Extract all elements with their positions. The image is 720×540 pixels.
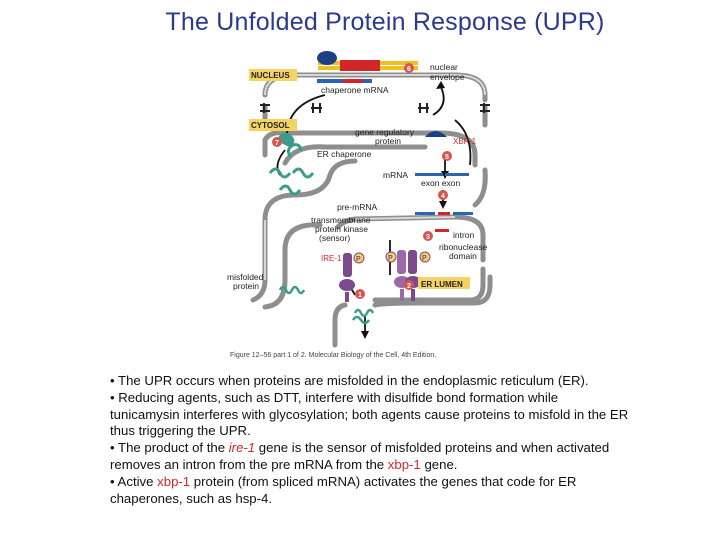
- figure-caption: Figure 12–56 part 1 of 2. Molecular Biol…: [230, 352, 436, 359]
- er-chaperone-label: ER chaperone: [317, 149, 372, 159]
- bullet-item: • The product of the ire-1 gene is the s…: [110, 440, 630, 474]
- excised-intron: [435, 229, 449, 232]
- er-lumen-label: ER LUMEN: [421, 280, 463, 289]
- nuclear-pore-left: [260, 103, 270, 113]
- nuclear-envelope-label-2: envelope: [430, 72, 465, 82]
- bullet-text: • Active: [110, 473, 158, 489]
- nucleus-label: NUCLEUS: [251, 71, 290, 80]
- misfolded-label-1: misfolded: [227, 272, 264, 282]
- cytosol-label: CYTOSOL: [251, 121, 290, 130]
- misfolded-label-2: protein: [233, 281, 259, 291]
- bullet-text: • The product of the: [110, 440, 229, 456]
- bullet-list: • The UPR occurs when proteins are misfo…: [110, 373, 630, 507]
- mrna-label: mRNA: [383, 170, 408, 180]
- bullet-text: gene is the sensor of misfolded proteins…: [110, 440, 610, 472]
- phospho-label-3: P: [422, 255, 427, 262]
- bullet-text: protein (from spliced mRNA) activates th…: [110, 473, 577, 506]
- bullet-text: xbp-1: [387, 456, 421, 472]
- page-title: The Unfolded Protein Response (UPR): [165, 8, 605, 36]
- ribonuclease-label-2: domain: [449, 251, 477, 261]
- step-markers: 6 7 5 4 3 2 1: [272, 63, 452, 299]
- er-membrane: [250, 130, 493, 348]
- bullet-item: • The UPR occurs when proteins are misfo…: [110, 373, 630, 390]
- bullet-text: • Reducing agents, such as DTT, interfer…: [110, 389, 629, 439]
- er-chaperone-icon: [268, 132, 315, 196]
- nuclear-envelope-label-1: nuclear: [430, 62, 458, 72]
- ire1-sensor-left: [339, 252, 365, 302]
- nuclear-pore-mid-right: [418, 103, 429, 113]
- step-2: 2: [407, 283, 411, 290]
- bullet-item: • Reducing agents, such as DTT, interfer…: [110, 390, 630, 440]
- tpk-label-1: transmembrane: [311, 215, 371, 225]
- ire1-label: IRE-1: [321, 254, 342, 263]
- nuclear-pore-right: [480, 103, 490, 113]
- bullet-text: xbp-1: [157, 473, 191, 489]
- pre-mrna-label: pre-mRNA: [337, 202, 377, 212]
- bullet-item: • Active xbp-1 protein (from spliced mRN…: [110, 474, 630, 508]
- gene-dna: [317, 51, 418, 71]
- gene-regulatory-label-1: gene regulatory: [355, 127, 415, 137]
- bullet-text: ire-1: [228, 440, 256, 456]
- step-6: 6: [407, 66, 411, 73]
- xbp1-label: XBP-1: [453, 137, 477, 146]
- nuclear-pore-mid-left: [311, 103, 322, 113]
- chaperone-mrna-label: chaperone mRNA: [321, 85, 389, 95]
- step-7: 7: [275, 140, 279, 147]
- step-5: 5: [445, 154, 449, 161]
- tpk-label-2: protein kinase: [315, 224, 368, 234]
- step-1: 1: [358, 292, 362, 299]
- nuclear-envelope: [262, 72, 488, 128]
- step-3: 3: [426, 234, 430, 241]
- gene-regulatory-label-2: protein: [375, 136, 401, 146]
- tpk-label-3: (sensor): [319, 233, 350, 243]
- ribonuclease-label-1: ribonuclease: [439, 242, 487, 252]
- bullet-text: • The UPR occurs when proteins are misfo…: [110, 373, 589, 388]
- intron-label: intron: [453, 230, 475, 240]
- nuclear-envelope-inner: [264, 74, 486, 96]
- exon-exon-label: exon exon: [421, 178, 460, 188]
- phospho-label-2: P: [388, 255, 393, 262]
- pre-mrna-strand: [415, 212, 473, 215]
- chaperone-mrna-strand: [317, 79, 372, 83]
- spliced-mrna: [415, 173, 469, 176]
- gene-regulatory-protein: [425, 131, 447, 137]
- upr-diagram: NUCLEUS CYTOSOL ER LUMEN nuclear envelop…: [225, 45, 515, 365]
- misfolded-protein-icon: [278, 285, 375, 325]
- bullet-text: gene.: [420, 456, 458, 472]
- step-4: 4: [441, 193, 445, 200]
- phospho-label-1: P: [356, 256, 361, 263]
